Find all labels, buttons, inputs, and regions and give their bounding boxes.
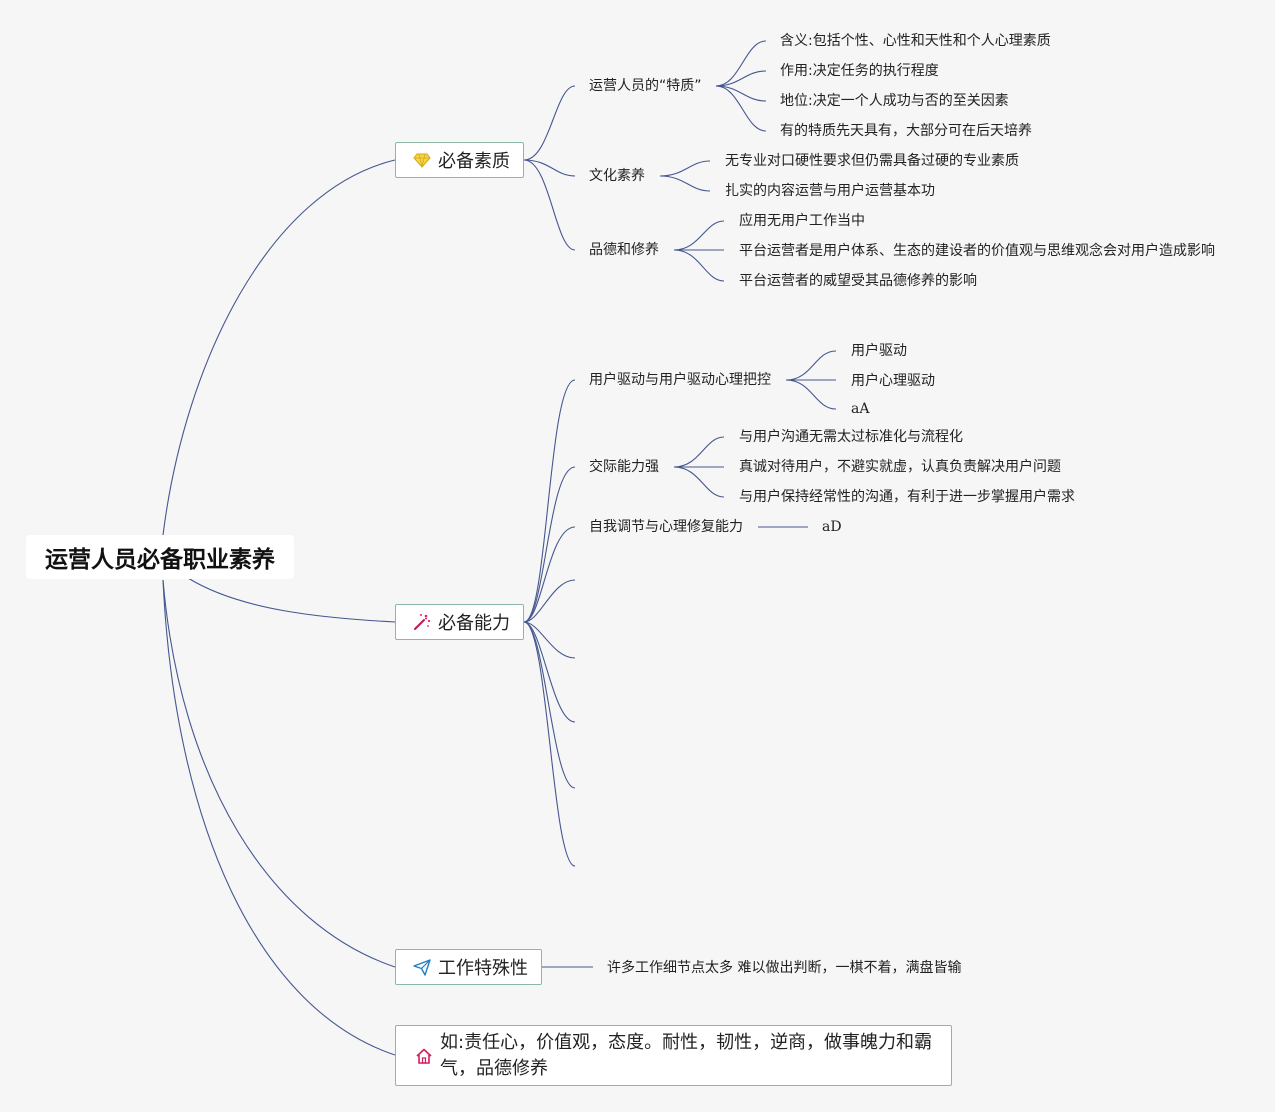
- node-yonghu-qudong[interactable]: 用户驱动: [851, 343, 907, 359]
- node-tezhi[interactable]: 运营人员的“特质”: [589, 78, 702, 94]
- paper-plane-icon: [412, 957, 432, 977]
- magic-wand-icon: [412, 612, 432, 632]
- link-c13-g3: [673, 249, 725, 282]
- link-b2-e5: [523, 621, 576, 867]
- node-yonghu-qudong-bakong[interactable]: 用户驱动与用户驱动心理把控: [589, 372, 771, 388]
- link-b2-e4: [523, 621, 576, 789]
- link-c22-g3: [673, 466, 725, 498]
- link-b1-c1: [523, 85, 576, 161]
- node-tezhi-peiyang[interactable]: 有的特质先天具有，大部分可在后天培养: [780, 123, 1032, 139]
- home-icon: [414, 1046, 434, 1066]
- branch-bibei-nengli[interactable]: 必备能力: [395, 604, 524, 640]
- link-c12-g2: [659, 175, 711, 192]
- link-b1-c3: [523, 159, 576, 251]
- branch-label: 如:责任心，价值观，态度。耐性，韧性，逆商，做事魄力和霸气，品德修养: [440, 1031, 933, 1079]
- branch-gongzuo-teshuxing[interactable]: 工作特殊性: [395, 949, 542, 985]
- node-yonghu-xinli-qudong[interactable]: 用户心理驱动: [851, 373, 935, 389]
- link-b2-c1: [523, 379, 576, 623]
- node-goutong-biaozhunhua[interactable]: 与用户沟通无需太过标准化与流程化: [739, 429, 963, 445]
- link-c11-g1: [715, 40, 767, 87]
- node-zhuanye-suzhi[interactable]: 无专业对口硬性要求但仍需具备过硬的专业素质: [725, 153, 1019, 169]
- link-c13-g1: [673, 220, 725, 251]
- root-topic[interactable]: 运营人员必备职业素养: [26, 535, 294, 579]
- node-jibengong[interactable]: 扎实的内容运营与用户运营基本功: [725, 183, 935, 199]
- node-aa[interactable]: aA: [851, 401, 870, 417]
- link-root-b3: [162, 579, 396, 968]
- branch-label: 必备素质: [438, 151, 510, 172]
- link-c11-g4: [715, 85, 767, 132]
- branch-label: 必备能力: [438, 613, 510, 634]
- link-c21-g3: [785, 379, 837, 410]
- node-pinde-xiuyang[interactable]: 品德和修养: [589, 242, 659, 258]
- branch-label: 工作特殊性: [438, 958, 528, 979]
- root-title: 运营人员必备职业素养: [45, 547, 275, 573]
- node-zuoyong[interactable]: 作用:决定任务的执行程度: [780, 63, 939, 79]
- link-b1-c2: [523, 159, 576, 177]
- link-root-b4: [162, 579, 396, 1056]
- node-jiazhiguan[interactable]: 平台运营者是用户体系、生态的建设者的价值观与思维观念会对用户造成影响: [739, 243, 1215, 259]
- node-diwei[interactable]: 地位:决定一个人成功与否的至关因素: [780, 93, 1009, 109]
- node-wenhua-suyang[interactable]: 文化素养: [589, 168, 645, 184]
- node-ziwo-tiaojie[interactable]: 自我调节与心理修复能力: [589, 519, 743, 535]
- branch-bibei-suzhi[interactable]: 必备素质: [395, 142, 524, 178]
- link-root-b1: [162, 159, 396, 536]
- node-jingchang-goutong[interactable]: 与用户保持经常性的沟通，有利于进一步掌握用户需求: [739, 489, 1075, 505]
- node-zhencheng[interactable]: 真诚对待用户，不避实就虚，认真负责解决用户问题: [739, 459, 1061, 475]
- link-c12-g1: [659, 160, 711, 177]
- link-c21-g1: [785, 350, 837, 381]
- link-root-b2: [187, 577, 396, 623]
- link-b2-c2: [523, 466, 576, 623]
- branch-zeren-xin[interactable]: 如:责任心，价值观，态度。耐性，韧性，逆商，做事魄力和霸气，品德修养: [395, 1025, 952, 1086]
- node-gongzuo-xijie[interactable]: 许多工作细节点太多 难以做出判断，一棋不着，满盘皆输: [607, 960, 962, 976]
- node-ad[interactable]: aD: [822, 519, 842, 535]
- link-b2-e1: [523, 579, 576, 623]
- node-weiwang[interactable]: 平台运营者的威望受其品德修养的影响: [739, 273, 977, 289]
- link-b2-e2: [523, 621, 576, 659]
- link-b2-c3: [523, 526, 576, 623]
- link-c22-g1: [673, 436, 725, 468]
- diamond-icon: [412, 150, 432, 170]
- node-yingyong[interactable]: 应用无用户工作当中: [739, 213, 865, 229]
- node-jiaoji-nengli[interactable]: 交际能力强: [589, 459, 659, 475]
- link-c11-g3: [715, 85, 767, 102]
- link-c11-g2: [715, 70, 767, 87]
- node-hanyi[interactable]: 含义:包括个性、心性和天性和个人心理素质: [780, 33, 1051, 49]
